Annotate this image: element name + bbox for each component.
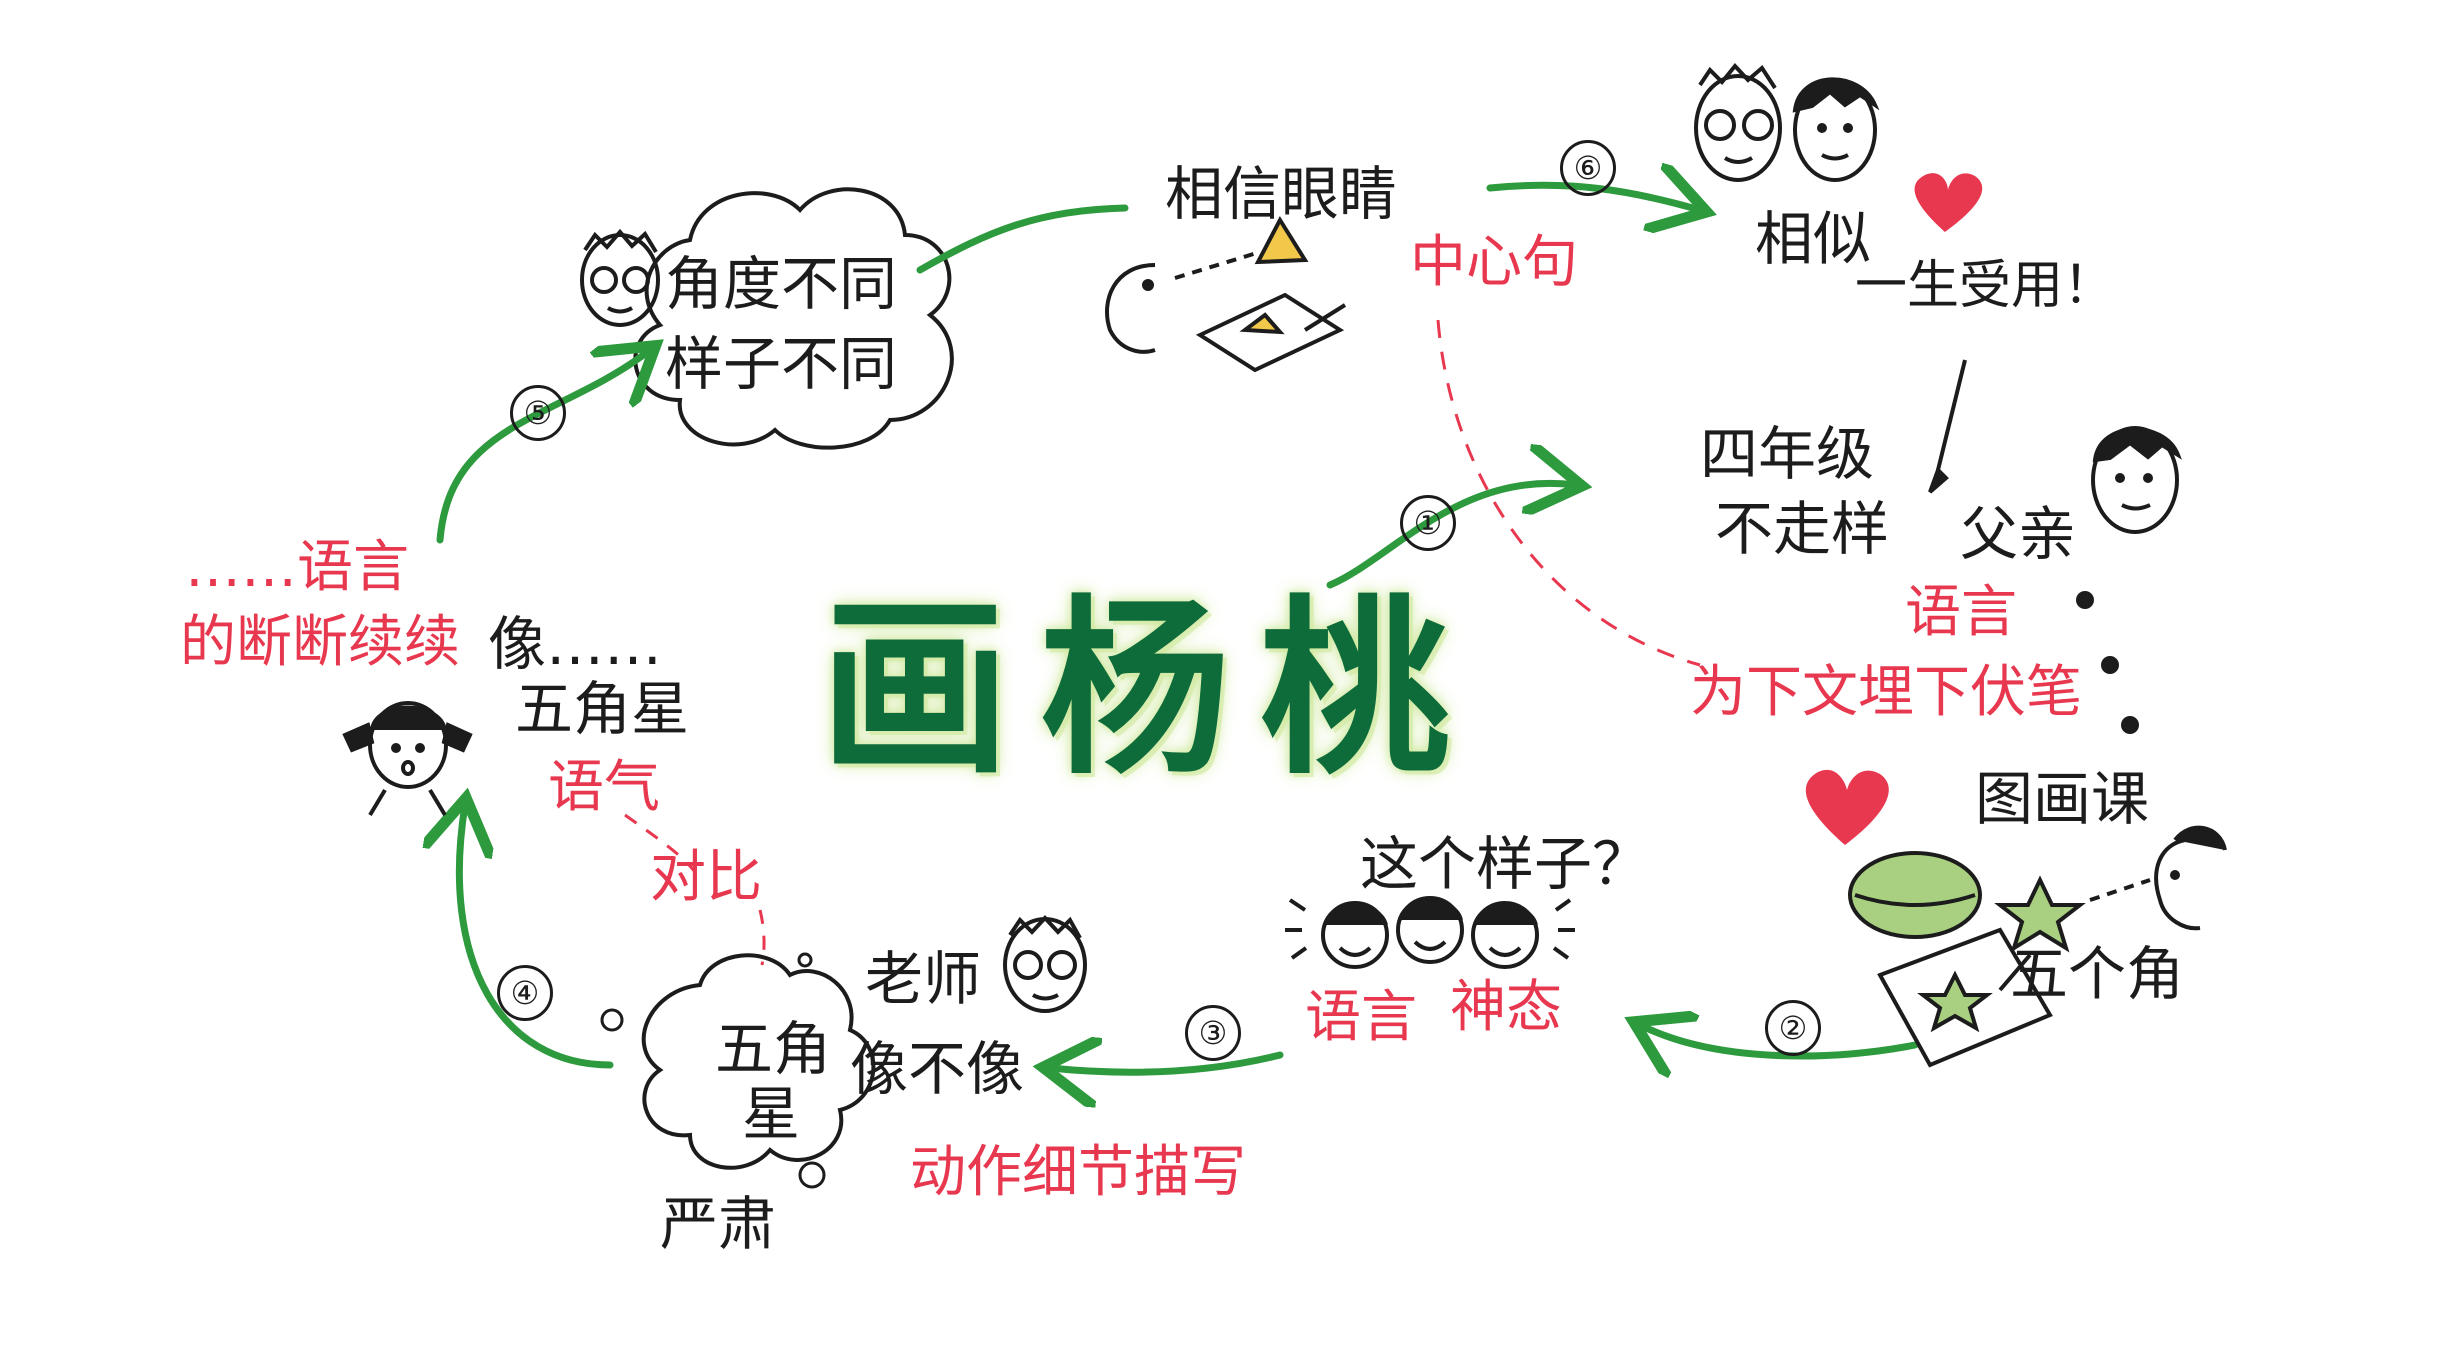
- step-number-5: ⑤: [510, 385, 566, 441]
- node-teacher: 老师: [865, 945, 982, 1013]
- arrow-step-4: [459, 805, 614, 1069]
- node-father: 父亲: [1960, 500, 2077, 568]
- node-hesitant-line2: 的断断续续: [180, 610, 460, 675]
- observer-face-right: [2154, 825, 2227, 931]
- dashed-center-to-foreshadow: [1436, 319, 1701, 667]
- node-art-class: 图画课: [1975, 765, 2150, 833]
- son-face: [1792, 77, 1880, 182]
- thought-cloud-top: [633, 187, 954, 450]
- step-number-4: ④: [497, 965, 553, 1021]
- step-number-3: ③: [1185, 1005, 1241, 1061]
- trail-dot: [2076, 591, 2094, 609]
- node-action-detail: 动作细节描写: [910, 1140, 1246, 1205]
- node-serious: 严肃: [660, 1190, 777, 1258]
- diagram-title: 画杨桃: [820, 579, 1481, 800]
- node-angle-line1: 角度不同: [665, 250, 898, 318]
- node-tone: 语气: [548, 755, 660, 820]
- node-five-corners: 五个角: [2010, 940, 2185, 1008]
- arrow-step-2: [1640, 1025, 1919, 1056]
- arrow-step-5: [436, 350, 650, 544]
- heart-icon: [1805, 769, 1889, 845]
- starfruit-illustration: [1848, 851, 2151, 1068]
- node-similar: 相似: [1755, 205, 1872, 273]
- node-center-sentence: 中心句: [1410, 230, 1578, 295]
- node-contrast: 对比: [650, 845, 762, 910]
- node-cloud-star-line2: 星: [742, 1080, 801, 1148]
- node-not-distort: 不走样: [1715, 495, 1890, 563]
- student-girl-face: [342, 701, 473, 817]
- node-cloud-star-line1: 五角: [715, 1015, 832, 1083]
- node-lifelong: 一生受用！: [1855, 256, 2116, 316]
- step-number-6: ⑥: [1560, 140, 1616, 196]
- arrow-step-3: [1050, 1055, 1284, 1072]
- teacher-face-glasses-top: [580, 228, 660, 327]
- dashed-tone-to-contrast: [624, 813, 702, 881]
- node-foreshadow: 为下文埋下伏笔: [1690, 660, 2082, 725]
- teacher-face-glasses-bottom: [1003, 915, 1087, 1013]
- thought-cloud-bottom: [641, 953, 876, 1170]
- dashed-contrast-to-cloud: [758, 909, 766, 966]
- father-face: [2091, 426, 2182, 534]
- observer-face: [1105, 215, 1347, 373]
- node-lang-mid: 语言: [1305, 985, 1417, 1050]
- node-like-this: 这个样子？: [1360, 830, 1651, 898]
- father-face-glasses: [1694, 62, 1782, 182]
- node-hesitant-line1: ……语言: [185, 535, 409, 600]
- trail-dot: [2121, 716, 2139, 734]
- cloud-bubble: [798, 1161, 826, 1189]
- students-laughing: [1285, 896, 1575, 969]
- node-grade4: 四年级: [1700, 420, 1875, 488]
- cloud-bubble: [600, 1008, 624, 1032]
- heart-icon: [1914, 173, 1983, 232]
- node-lang-right: 语言: [1905, 580, 2017, 645]
- step-number-1: ①: [1400, 495, 1456, 551]
- step-number-2: ②: [1765, 1000, 1821, 1056]
- node-like-or-not: 像不像: [850, 1035, 1025, 1103]
- node-angle-line2: 样子不同: [665, 330, 898, 398]
- node-expression: 神态: [1450, 975, 1562, 1040]
- cloud-bubble: [797, 952, 813, 968]
- trail-dot: [2101, 656, 2119, 674]
- node-like-dots: 像……: [488, 610, 663, 678]
- connector-cloud-to-eyes: [916, 204, 1129, 274]
- node-believe-eyes: 相信眼睛: [1165, 160, 1398, 228]
- node-star-left: 五角星: [515, 675, 690, 743]
- paintbrush-icon: [1928, 359, 1967, 494]
